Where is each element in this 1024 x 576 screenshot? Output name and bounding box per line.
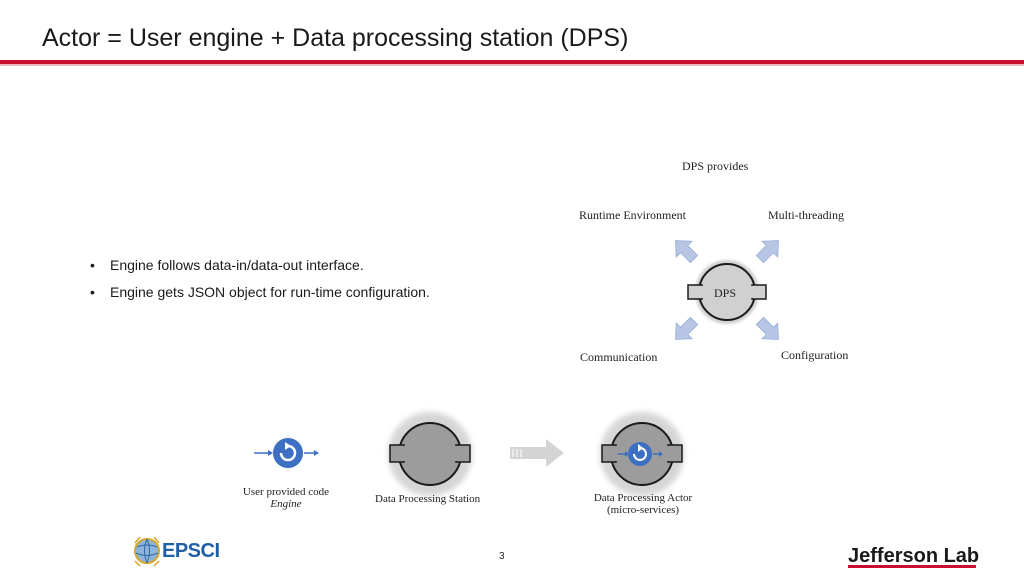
slide-title: Actor = User engine + Data processing st… <box>42 24 629 52</box>
arrow-top-right-icon <box>755 240 779 264</box>
jefferson-lab-logo: Jefferson Lab <box>848 545 980 567</box>
dps-station-icon <box>687 260 767 324</box>
epsci-logo: EPSCI <box>162 540 220 562</box>
data-processing-actor-icon <box>600 412 684 496</box>
data-processing-station-caption: Data Processing Station <box>375 493 481 505</box>
communication-label: Communication <box>580 350 658 364</box>
engine-caption: User provided code Engine <box>236 486 336 510</box>
multi-threading-label: Multi-threading <box>768 208 844 222</box>
dps-center-label: DPS <box>714 286 737 300</box>
runtime-environment-label: Runtime Environment <box>579 208 686 222</box>
bullet-text: Engine gets JSON object for run-time con… <box>110 284 430 300</box>
title-divider-shadow <box>0 64 1024 66</box>
page-number: 3 <box>499 551 505 562</box>
title-divider <box>0 60 1024 64</box>
data-processing-actor-caption: Data Processing Actor (micro-services) <box>578 492 708 516</box>
actor-caption-line1: Data Processing Actor <box>593 492 693 504</box>
actor-caption-line2: (micro-services) <box>606 504 680 516</box>
data-processing-station-icon <box>388 412 472 496</box>
bullet-marker: • <box>90 257 95 273</box>
bullet-text: Engine follows data-in/data-out interfac… <box>110 257 364 273</box>
dps-diagram <box>675 240 779 340</box>
engine-icon <box>254 438 319 468</box>
bullet-marker: • <box>90 284 95 300</box>
configuration-label: Configuration <box>781 348 849 362</box>
bullet-list: • Engine follows data-in/data-out interfa… <box>90 252 430 306</box>
transform-arrow-icon <box>510 439 564 467</box>
engine-caption-line1: User provided code <box>242 486 330 498</box>
arrow-top-left-icon <box>675 240 699 264</box>
bullet-item: • Engine follows data-in/data-out interfa… <box>90 252 430 279</box>
dps-provides-label: DPS provides <box>682 159 749 173</box>
bullet-item: • Engine gets JSON object for run-time co… <box>90 279 430 306</box>
epsci-globe-icon <box>134 536 160 567</box>
arrow-bottom-left-icon <box>675 316 699 340</box>
arrow-bottom-right-icon <box>755 316 779 340</box>
engine-caption-line2: Engine <box>270 498 302 510</box>
jefferson-lab-underline-icon <box>848 565 976 568</box>
